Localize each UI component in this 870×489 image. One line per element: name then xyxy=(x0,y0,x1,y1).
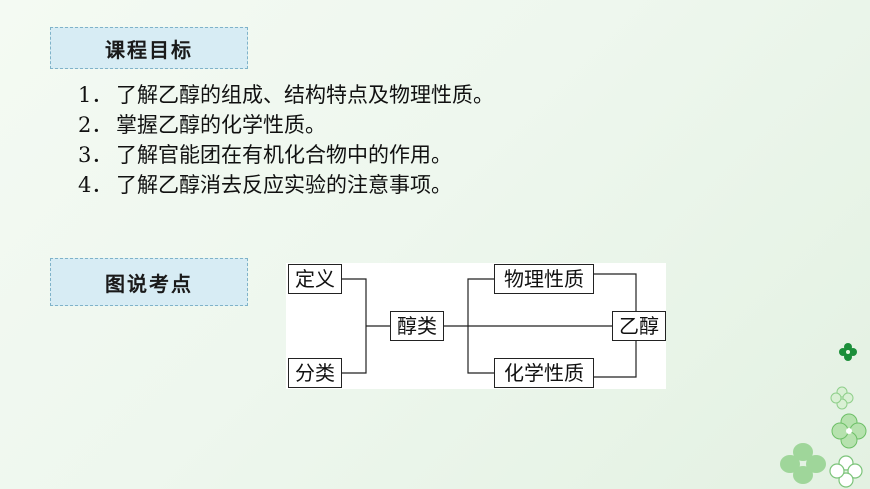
concept-diagram: 定义 分类 醇类 物理性质 化学性质 乙醇 xyxy=(286,263,666,389)
flower-icon xyxy=(830,386,854,410)
flower-icon xyxy=(829,455,863,488)
bracket-left xyxy=(342,278,367,374)
key-points-header: 图说考点 xyxy=(50,258,248,306)
flower-icon xyxy=(839,343,857,361)
diagram-connectors xyxy=(342,273,637,378)
classification-box: 分类 xyxy=(288,358,342,388)
goal-text: 了解乙醇的组成、结构特点及物理性质。 xyxy=(116,83,494,107)
definition-box: 定义 xyxy=(288,264,342,294)
goal-text: 了解官能团在有机化合物中的作用。 xyxy=(116,143,452,167)
goal-text: 了解乙醇消去反应实验的注意事项。 xyxy=(116,173,452,197)
goal-item: 2．掌握乙醇的化学性质。 xyxy=(78,110,494,140)
course-goals-header: 课程目标 xyxy=(50,27,248,69)
goal-number: 2． xyxy=(78,113,113,137)
goal-item: 1．了解乙醇的组成、结构特点及物理性质。 xyxy=(78,80,494,110)
bracket-right-top xyxy=(594,273,637,311)
goal-item: 4．了解乙醇消去反应实验的注意事项。 xyxy=(78,170,494,200)
flower-icon xyxy=(780,443,826,484)
physical-properties-box: 物理性质 xyxy=(494,264,594,294)
chemical-properties-box: 化学性质 xyxy=(494,358,594,388)
alcohols-box: 醇类 xyxy=(390,311,444,341)
goal-number: 3． xyxy=(78,143,113,167)
bracket-right-bottom xyxy=(594,341,637,378)
goal-text: 掌握乙醇的化学性质。 xyxy=(116,113,326,137)
goals-list: 1．了解乙醇的组成、结构特点及物理性质。 2．掌握乙醇的化学性质。 3．了解官能… xyxy=(78,80,494,200)
ethanol-box: 乙醇 xyxy=(612,311,666,341)
goal-number: 4． xyxy=(78,173,113,197)
flower-icon xyxy=(831,413,867,449)
goal-item: 3．了解官能团在有机化合物中的作用。 xyxy=(78,140,494,170)
goal-number: 1． xyxy=(78,83,113,107)
